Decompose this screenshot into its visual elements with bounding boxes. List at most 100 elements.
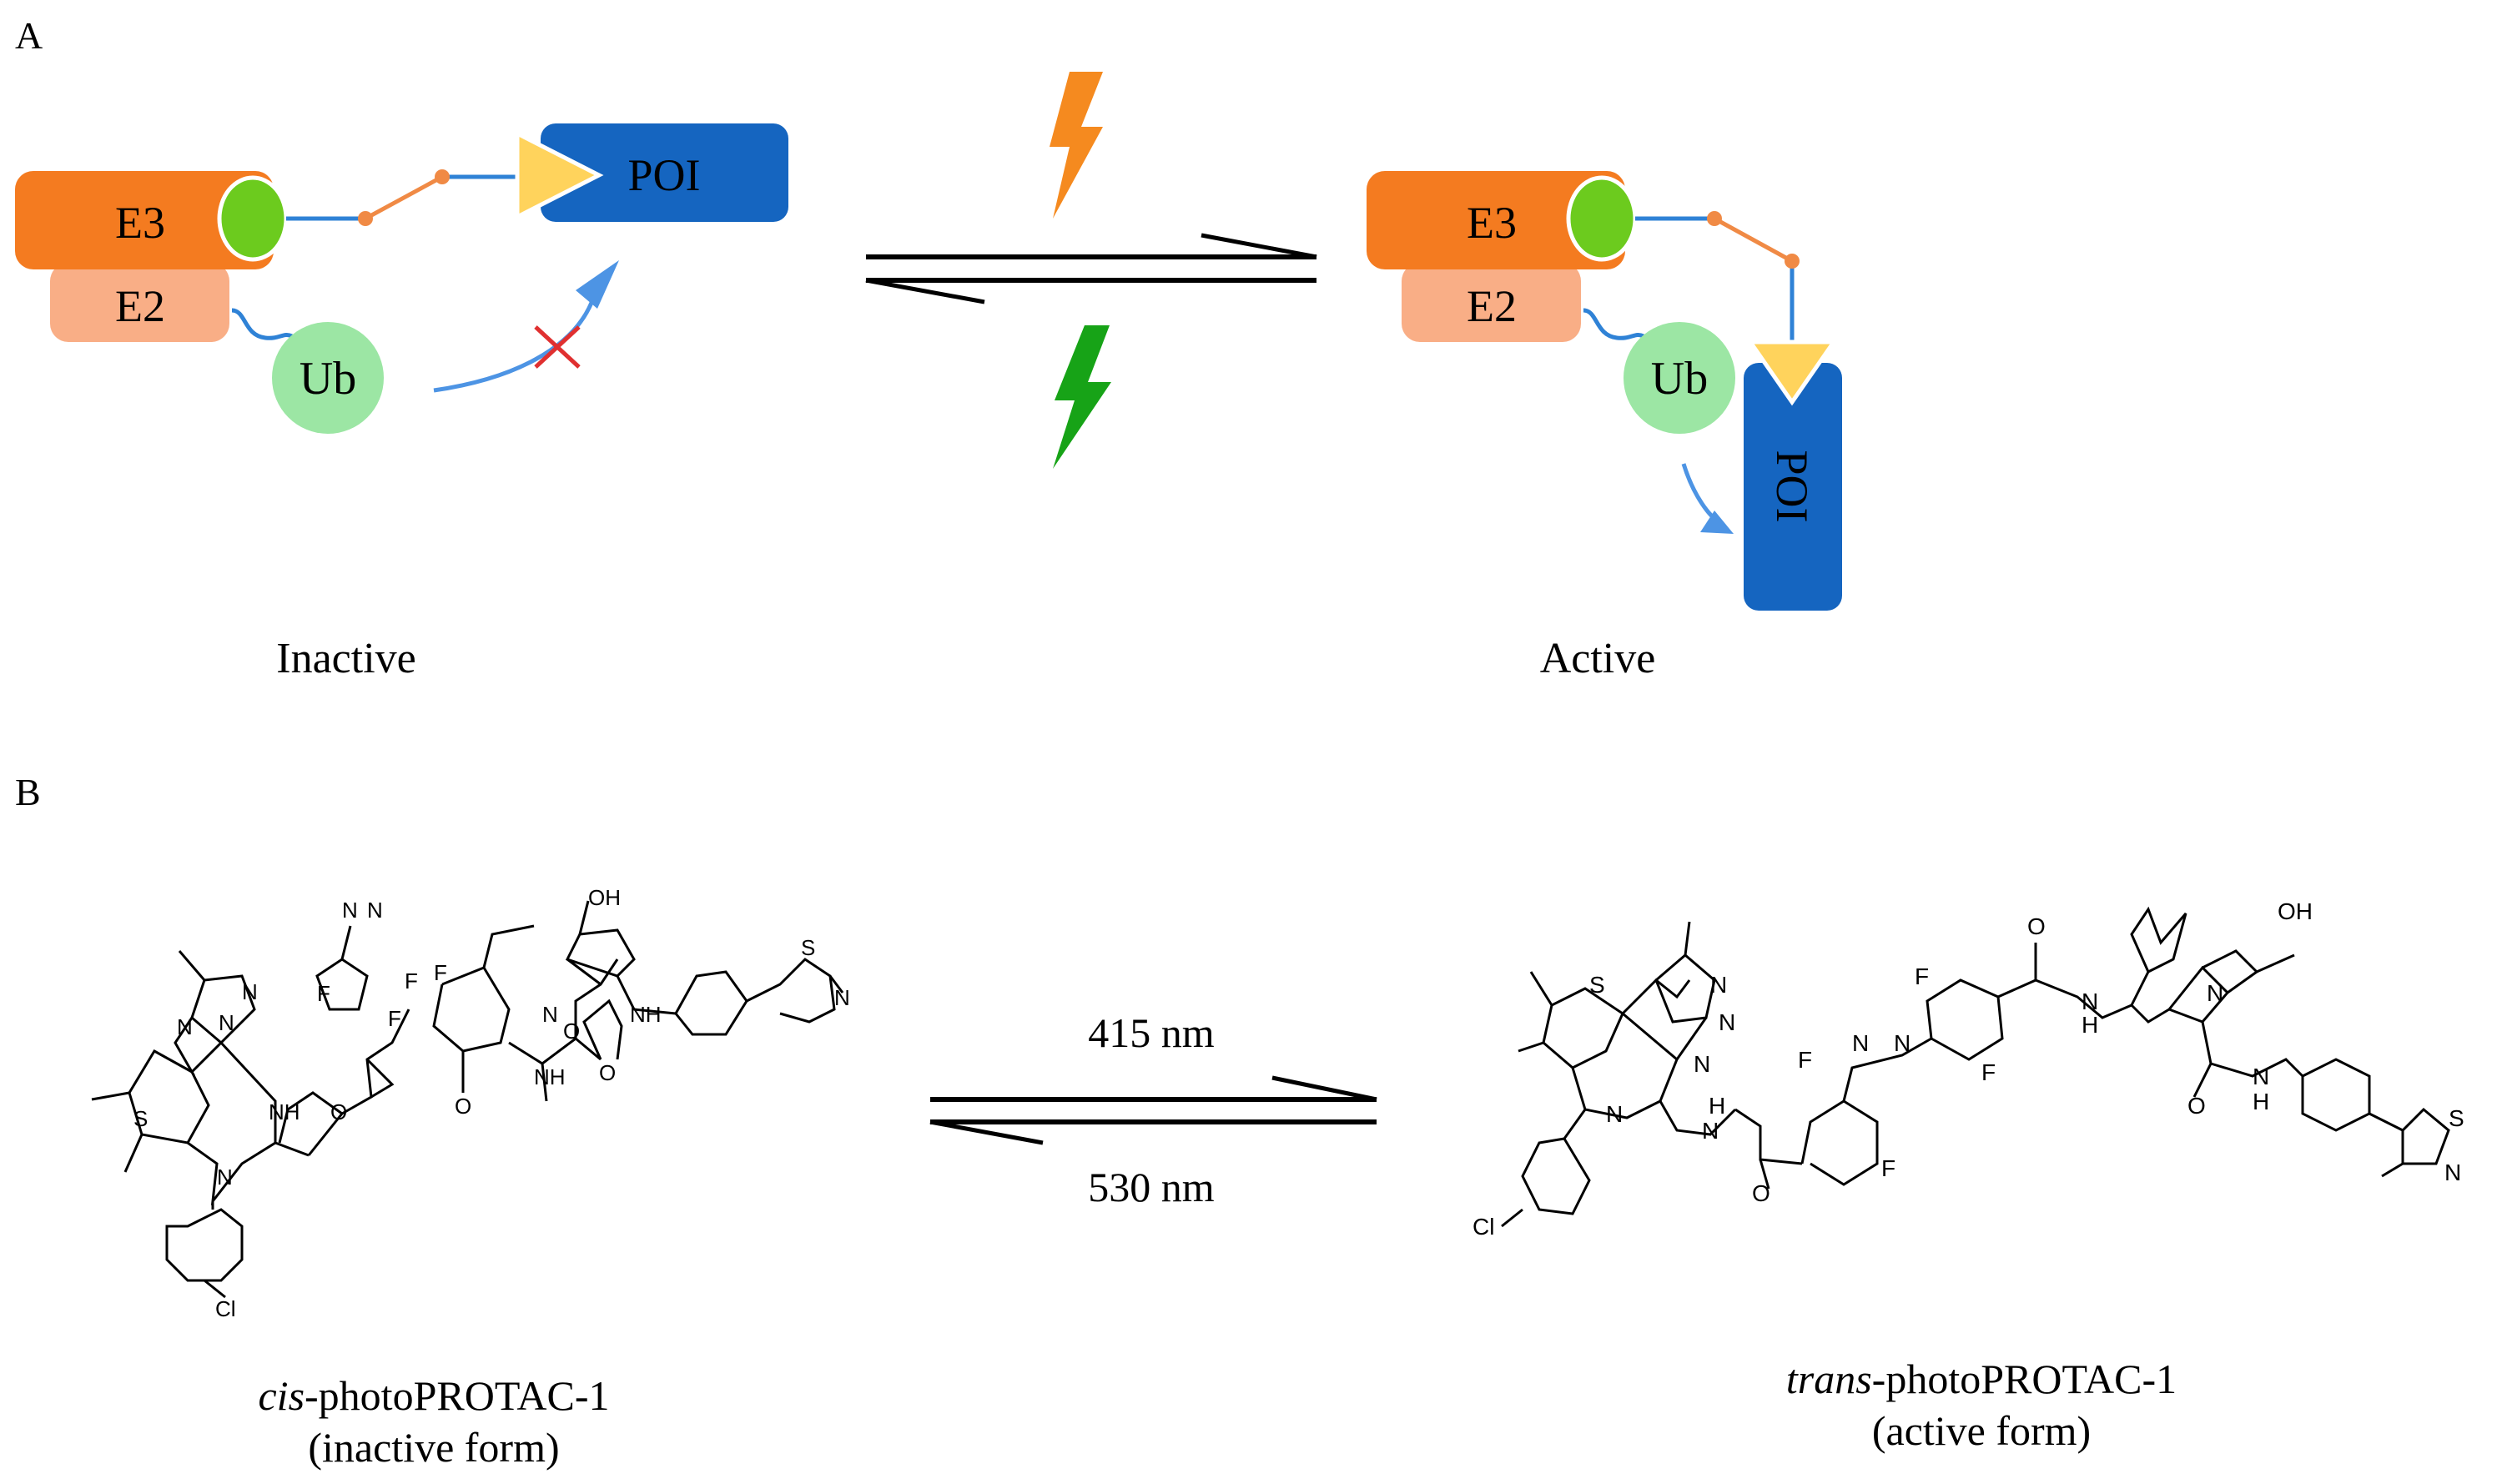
atom-label: F <box>388 1006 401 1031</box>
atom-label: F <box>1915 963 1929 989</box>
ub-label: Ub <box>300 353 356 405</box>
linker-azo-segment <box>1713 216 1794 264</box>
atom-label: O <box>563 1019 580 1044</box>
trans-form-label: (active form) <box>1872 1407 2091 1454</box>
atom-label: N <box>1719 1009 1735 1035</box>
forward-wavelength: 415 nm <box>1088 1009 1215 1056</box>
atom-label: F <box>317 981 330 1006</box>
atom-label: F <box>405 968 418 994</box>
blocked-cross <box>534 325 581 369</box>
linker-node <box>1785 254 1800 269</box>
atom-label: N <box>2207 980 2223 1006</box>
atom-label: N <box>1894 1030 1911 1056</box>
ub-circle <box>1624 322 1735 434</box>
atom-label: H <box>2082 1012 2098 1038</box>
atom-label: F <box>1798 1047 1812 1073</box>
poi-box <box>1744 363 1842 611</box>
atom-label: N <box>177 1014 193 1039</box>
atom-label: N <box>1702 1118 1719 1144</box>
poi-ligand <box>1746 340 1838 406</box>
atom-label: Cl <box>215 1296 236 1321</box>
trans-atom-labels: S N N N N H N O F F N N F F O N H N OH O… <box>1473 898 2464 1240</box>
atom-label: O <box>330 1099 347 1124</box>
atom-label: N <box>542 1002 558 1027</box>
atom-label: S <box>133 1106 148 1131</box>
e3-box <box>15 171 274 269</box>
cis-form-label: (inactive form) <box>308 1424 559 1471</box>
poi-label: POI <box>1767 450 1817 522</box>
atom-label: N <box>367 898 383 923</box>
ub-circle <box>272 322 384 434</box>
e2-label: E2 <box>115 281 165 331</box>
poi-label: POI <box>627 150 700 200</box>
cis-compound-name: cis-photoPROTAC-1 <box>258 1372 609 1419</box>
linker-node <box>1707 211 1722 226</box>
atom-label: N <box>242 979 258 1004</box>
ub-tether <box>1583 308 1645 340</box>
panel-a-label: A <box>15 14 43 57</box>
light-bolt-icon <box>1053 325 1111 469</box>
atom-label: S <box>801 935 815 960</box>
ubiquitination-arrowhead <box>576 260 619 309</box>
ub-tether <box>231 308 294 340</box>
cis-name: -photoPROTAC-1 <box>305 1372 609 1419</box>
e3-ligand <box>217 175 289 262</box>
e3-label: E3 <box>1467 198 1517 248</box>
light-bolt-icon <box>1050 72 1103 219</box>
atom-label: N <box>2082 988 2098 1014</box>
atom-label: F <box>1881 1155 1895 1181</box>
atom-label: O <box>599 1060 616 1085</box>
panel-b-label: B <box>15 771 41 813</box>
poi-box <box>541 123 788 222</box>
atom-label: N <box>217 1165 233 1190</box>
atom-label: OH <box>2278 898 2313 924</box>
atom-label: N <box>1694 1051 1710 1077</box>
atom-label: H <box>1709 1093 1725 1119</box>
e3-box <box>1367 171 1625 269</box>
trans-compound-name: trans-photoPROTAC-1 <box>1786 1356 2177 1402</box>
atom-label: O <box>2187 1093 2206 1119</box>
atom-label: N <box>342 898 358 923</box>
atom-label: F <box>434 960 447 985</box>
atom-label: O <box>2027 913 2046 939</box>
atom-label: S <box>1589 972 1605 998</box>
inactive-complex: E2 E3 POI Ub Inactive <box>15 123 788 682</box>
linker-node <box>358 211 373 226</box>
trans-photoprotac-structure <box>1501 906 2450 1228</box>
equilibrium-arrows-a <box>865 233 1317 304</box>
trans-name: -photoPROTAC-1 <box>1872 1356 2177 1402</box>
atom-label: N <box>2444 1160 2461 1185</box>
linker-node <box>435 169 450 184</box>
atom-label: N <box>2253 1064 2269 1089</box>
atom-label: OH <box>588 885 621 910</box>
inactive-caption: Inactive <box>276 635 415 682</box>
cis-atom-labels: S N N N N NH O F N N F F F O NH O N OH O… <box>133 885 850 1321</box>
cis-prefix: cis <box>258 1372 305 1419</box>
atom-label: N <box>1852 1030 1869 1056</box>
atom-label: S <box>2449 1105 2464 1131</box>
cis-photoprotac-structure <box>91 900 844 1299</box>
atom-label: Cl <box>1473 1214 1494 1240</box>
e3-label: E3 <box>115 198 165 248</box>
atom-label: N <box>1606 1101 1623 1127</box>
atom-label: NH <box>630 1002 662 1027</box>
atom-label: O <box>1752 1180 1770 1206</box>
atom-label: N <box>219 1010 234 1035</box>
ubiquitination-arrowhead <box>1700 511 1734 534</box>
atom-label: N <box>834 985 850 1010</box>
atom-label: H <box>2253 1089 2269 1114</box>
trans-prefix: trans <box>1786 1356 1872 1402</box>
reverse-wavelength: 530 nm <box>1088 1164 1215 1210</box>
active-complex: E2 E3 POI Ub Active <box>1367 171 1842 682</box>
e2-label: E2 <box>1467 281 1517 331</box>
ub-label: Ub <box>1651 353 1708 405</box>
atom-label: F <box>1981 1059 1996 1085</box>
poi-ligand <box>515 129 604 221</box>
atom-label: N <box>1710 972 1727 998</box>
ubiquitination-arrow <box>433 295 597 393</box>
atom-label: O <box>455 1094 471 1119</box>
e3-ligand <box>1566 175 1638 262</box>
linker-azo-segment <box>364 174 444 221</box>
atom-label: NH <box>534 1064 566 1089</box>
